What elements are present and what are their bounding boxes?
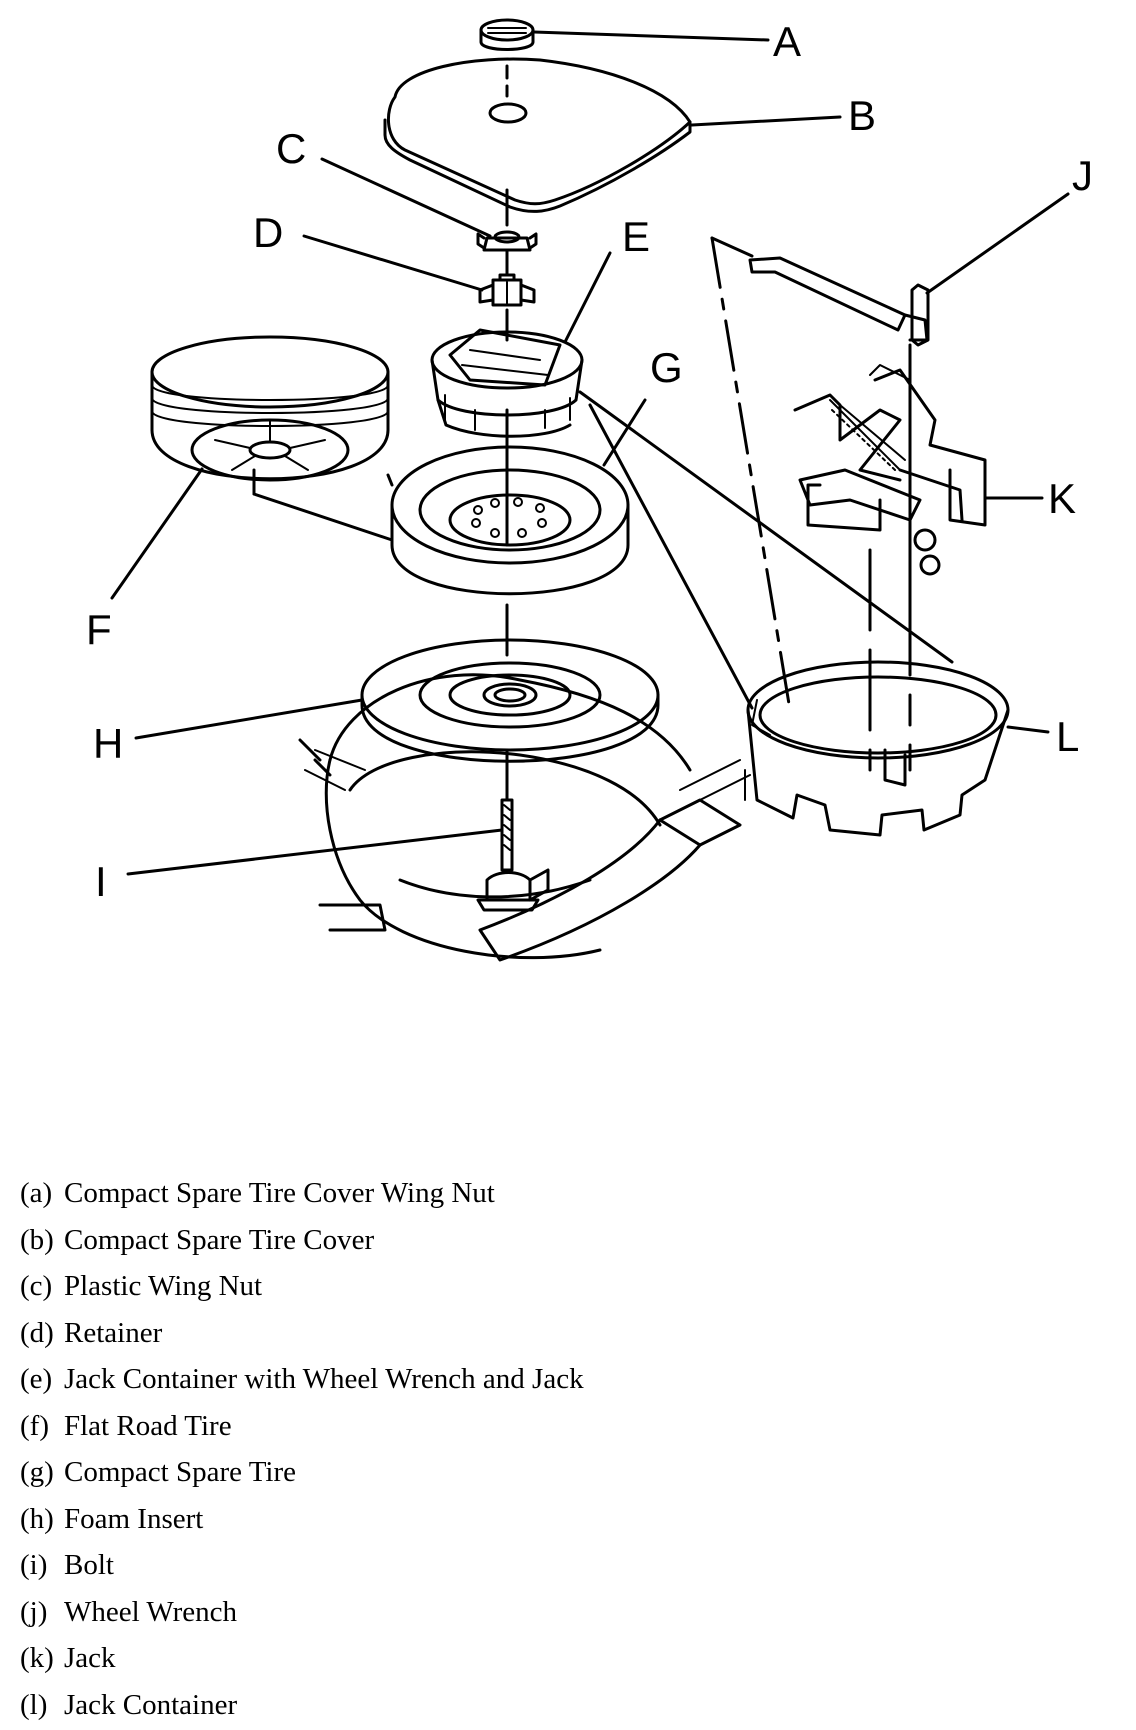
jack-container-large xyxy=(746,660,1010,837)
legend-key: (f) xyxy=(20,1409,49,1442)
legend-text: Jack xyxy=(64,1642,116,1674)
legend-text: Jack Container with Wheel Wrench and Jac… xyxy=(64,1363,584,1395)
retainer xyxy=(478,273,536,307)
spare-tire-cover xyxy=(383,57,692,213)
leader-lines xyxy=(110,30,1070,876)
legend-text: Jack Container xyxy=(64,1688,238,1721)
leader-a xyxy=(532,30,770,42)
callout-b: B xyxy=(848,92,876,139)
legend-key: (h) xyxy=(20,1502,54,1535)
callout-d: D xyxy=(253,209,283,256)
legend-key: (d) xyxy=(20,1316,54,1349)
legend-item: (k) Jack xyxy=(20,1635,584,1682)
legend-item: (e) Jack Container with Wheel Wrench and … xyxy=(20,1356,584,1403)
compact-spare-tire xyxy=(390,445,630,596)
legend-item: (l) Jack Container xyxy=(20,1682,584,1729)
exploded-view-diagram: A B C D E F G H I J K L xyxy=(86,18,1093,962)
callout-labels: A B C D E F G H I J K L xyxy=(86,18,1093,905)
leader-j xyxy=(925,192,1070,295)
leader-i xyxy=(126,828,504,876)
callout-i: I xyxy=(95,858,107,905)
legend-text: Flat Road Tire xyxy=(64,1409,232,1442)
legend-text: Wheel Wrench xyxy=(64,1595,238,1628)
callout-k: K xyxy=(1048,475,1076,522)
legend-key: (a) xyxy=(20,1177,53,1209)
callout-f: F xyxy=(86,606,112,653)
legend-item: (i) Bolt xyxy=(20,1542,584,1589)
callout-g: G xyxy=(650,344,683,391)
jack-container-small xyxy=(430,328,584,438)
callout-e: E xyxy=(622,213,650,260)
legend-item: (d) Retainer xyxy=(20,1310,584,1357)
callout-c: C xyxy=(276,125,306,172)
leader-f3 xyxy=(252,492,394,542)
spare-tire-well xyxy=(298,673,751,962)
callout-j: J xyxy=(1072,152,1093,199)
foam-insert xyxy=(360,638,660,763)
leader-h xyxy=(134,698,364,740)
cover-wing-nut xyxy=(479,18,535,51)
plastic-wing-nut xyxy=(476,230,538,252)
legend-item: (h) Foam Insert xyxy=(20,1496,584,1543)
legend-item: (c) Plastic Wing Nut xyxy=(20,1263,584,1310)
legend-key: (c) xyxy=(20,1270,53,1302)
legend-item: (f) Flat Road Tire xyxy=(20,1403,584,1450)
parts-legend: (a) Compact Spare Tire Cover Wing Nut (b) C… xyxy=(20,1170,584,1728)
leader-b xyxy=(690,115,842,127)
legend-key: (i) xyxy=(20,1549,48,1581)
legend-text: Retainer xyxy=(64,1316,163,1349)
wheel-wrench xyxy=(748,256,930,347)
legend-key: (b) xyxy=(20,1223,54,1256)
leader-l xyxy=(1006,725,1050,734)
legend-key: (e) xyxy=(20,1363,53,1395)
leader-d xyxy=(302,234,484,292)
callout-l: L xyxy=(1056,713,1079,760)
leader-f xyxy=(110,467,204,600)
legend-key: (k) xyxy=(20,1642,54,1674)
legend-text: Foam Insert xyxy=(64,1502,204,1535)
flat-road-tire xyxy=(150,335,390,482)
legend-key: (g) xyxy=(20,1456,54,1488)
callout-h: H xyxy=(93,720,123,767)
legend-item: (g) Compact Spare Tire xyxy=(20,1449,584,1496)
legend-item: (a) Compact Spare Tire Cover Wing Nut xyxy=(20,1170,584,1217)
leader-e xyxy=(563,251,612,344)
legend-item: (j) Wheel Wrench xyxy=(20,1589,584,1636)
legend-text: Compact Spare Tire xyxy=(64,1456,296,1488)
assembly-lines xyxy=(386,236,954,772)
leader-g xyxy=(602,398,647,467)
legend-text: Plastic Wing Nut xyxy=(64,1270,263,1302)
legend-item: (b) Compact Spare Tire Cover xyxy=(20,1217,584,1264)
legend-text: Compact Spare Tire Cover Wing Nut xyxy=(64,1177,495,1209)
legend-text: Bolt xyxy=(64,1549,114,1581)
legend-text: Compact Spare Tire Cover xyxy=(64,1223,375,1256)
legend-key: (l) xyxy=(20,1688,48,1721)
leader-c xyxy=(320,157,492,238)
legend-key: (j) xyxy=(20,1595,48,1628)
jack xyxy=(793,364,987,576)
callout-a: A xyxy=(773,18,801,65)
